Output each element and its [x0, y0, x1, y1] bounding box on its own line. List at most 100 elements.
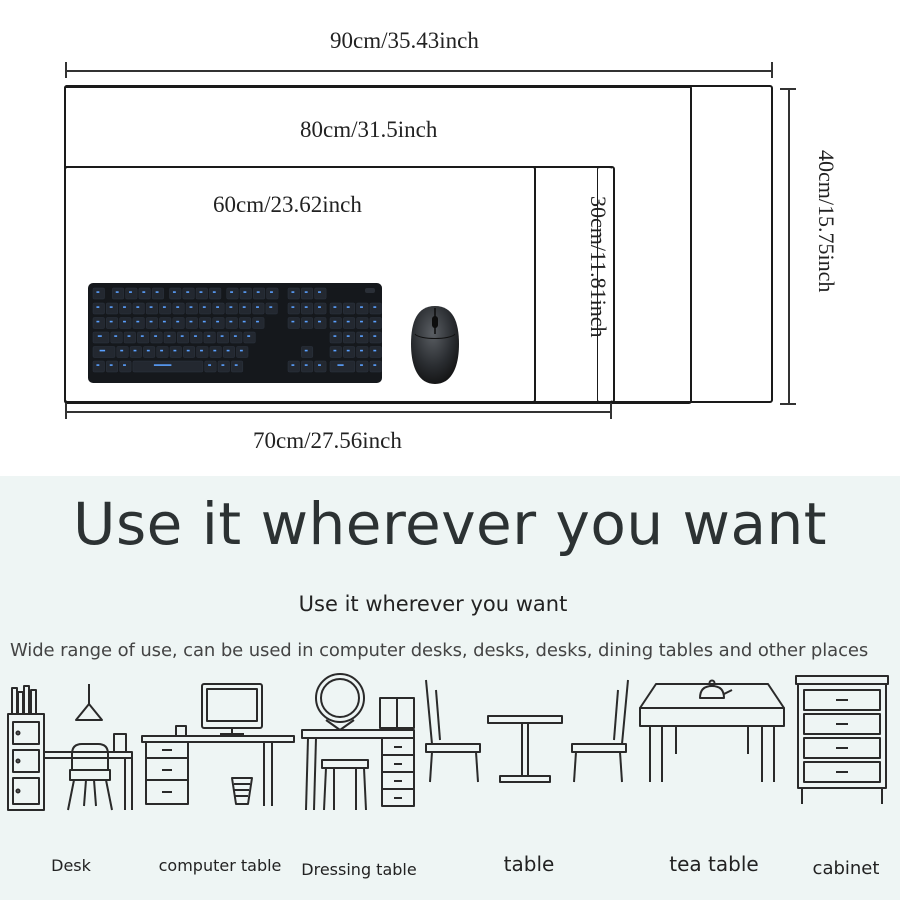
keyboard-key-legend	[186, 291, 190, 293]
keyboard-key-legend	[304, 349, 308, 352]
keyboard-key	[287, 317, 300, 329]
keyboard-key-legend	[304, 306, 308, 308]
keyboard-key-legend	[208, 364, 212, 366]
keyboard-key	[226, 287, 239, 300]
keyboard-key	[116, 346, 129, 358]
keyboard-key-legend	[127, 335, 131, 337]
keyboard-key	[159, 317, 172, 329]
keyboard-key	[329, 360, 356, 373]
keyboard-key-legend	[304, 320, 308, 323]
keyboard-key	[137, 331, 150, 344]
keyboard-key	[92, 287, 105, 300]
keyboard-key-legend	[346, 306, 350, 308]
keyboard-key	[163, 331, 176, 344]
subheadline: Use it wherever you want	[298, 592, 568, 616]
dimension-label-80: 80cm/31.5inch	[300, 117, 438, 142]
keyboard-key-legend	[291, 306, 295, 308]
keyboard-key	[92, 317, 105, 329]
keyboard-key	[106, 302, 119, 315]
keyboard-key-legend	[318, 364, 321, 366]
keyboard-key-legend	[229, 320, 233, 323]
keyboard-key-legend	[155, 291, 159, 293]
keyboard-key-legend	[346, 349, 350, 352]
keyboard-key-legend	[360, 364, 363, 366]
keyboard-key	[185, 317, 198, 329]
keyboard-key	[169, 346, 182, 358]
dimension-line-70	[66, 411, 611, 413]
dimension-tick	[610, 403, 612, 419]
keyboard-key	[123, 331, 136, 344]
keyboard-key	[216, 331, 229, 344]
keyboard-key-legend	[136, 306, 140, 308]
keyboard-key-legend	[291, 320, 295, 323]
keyboard-key-legend	[243, 291, 247, 293]
tea-table-icon	[639, 679, 785, 782]
keyboard-key-legend	[129, 291, 132, 293]
keyboard-key-legend	[202, 306, 206, 308]
keyboard-icon	[88, 283, 382, 383]
keyboard-key-legend	[333, 320, 337, 323]
keyboard-key	[138, 287, 151, 300]
keyboard-key	[199, 317, 212, 329]
keyboard-key	[145, 317, 158, 329]
keyboard-key	[356, 346, 369, 358]
dimension-tick	[65, 62, 67, 78]
keyboard-key-legend	[373, 306, 377, 308]
keyboard-key	[132, 317, 145, 329]
keyboard-key	[287, 302, 300, 315]
keyboard-key	[92, 331, 110, 344]
keyboard-key	[156, 346, 169, 358]
dressing-table-icon	[301, 673, 415, 811]
keyboard-key-legend	[216, 320, 220, 323]
furniture-label-desk: Desk	[51, 856, 91, 875]
keyboard-key	[222, 346, 235, 358]
usage-description: Wide range of use, can be used in comput…	[10, 640, 869, 661]
keyboard-key-legend	[360, 335, 363, 337]
keyboard-key-legend	[180, 335, 184, 337]
keyboard-key	[369, 317, 382, 329]
dimension-label-60: 60cm/23.62inch	[213, 192, 362, 217]
keyboard-key	[169, 287, 182, 300]
keyboard-key-legend	[133, 349, 137, 352]
keyboard-key	[203, 331, 216, 344]
keyboard-key-legend	[373, 364, 377, 366]
keyboard-key-legend	[160, 349, 164, 352]
usage-panel	[0, 476, 900, 900]
keyboard-key-legend	[247, 335, 251, 337]
keyboard-key-legend	[186, 349, 190, 352]
keyboard-key	[356, 302, 369, 315]
keyboard-key	[287, 287, 300, 300]
keyboard-key-legend	[304, 291, 308, 293]
keyboard-key-legend	[96, 291, 100, 293]
keyboard-key-legend	[239, 349, 243, 352]
keyboard-key	[106, 317, 119, 329]
keyboard-key-legend	[221, 364, 225, 366]
keyboard-key	[151, 287, 164, 300]
dimension-label-70: 70cm/27.56inch	[253, 428, 402, 453]
keyboard-key-legend	[346, 320, 350, 323]
keyboard-key	[92, 346, 116, 358]
keyboard-key-legend	[189, 306, 193, 308]
keyboard-key-legend	[373, 349, 377, 352]
keyboard-key	[265, 302, 278, 315]
keyboard-key-legend	[114, 335, 118, 337]
keyboard-key	[266, 287, 279, 300]
keyboard-key	[182, 287, 195, 300]
keyboard-key-legend	[242, 320, 246, 323]
keyboard-key	[329, 346, 342, 358]
keyboard-key	[252, 317, 265, 329]
keyboard-key	[125, 287, 138, 300]
keyboard-key	[172, 302, 185, 315]
dimension-label-90: 90cm/35.43inch	[330, 28, 479, 53]
keyboard-key-legend	[360, 306, 363, 308]
keyboard-key	[369, 302, 382, 315]
keyboard-key-legend	[199, 291, 203, 293]
keyboard-key-legend	[136, 320, 140, 323]
keyboard-key-legend	[173, 349, 177, 352]
keyboard-key-legend	[149, 306, 153, 308]
keyboard-key-legend	[154, 335, 158, 337]
keyboard-key-legend	[202, 320, 206, 323]
keyboard-key-legend	[291, 291, 295, 293]
keyboard-key-legend	[213, 349, 217, 352]
keyboard-key	[129, 346, 142, 358]
